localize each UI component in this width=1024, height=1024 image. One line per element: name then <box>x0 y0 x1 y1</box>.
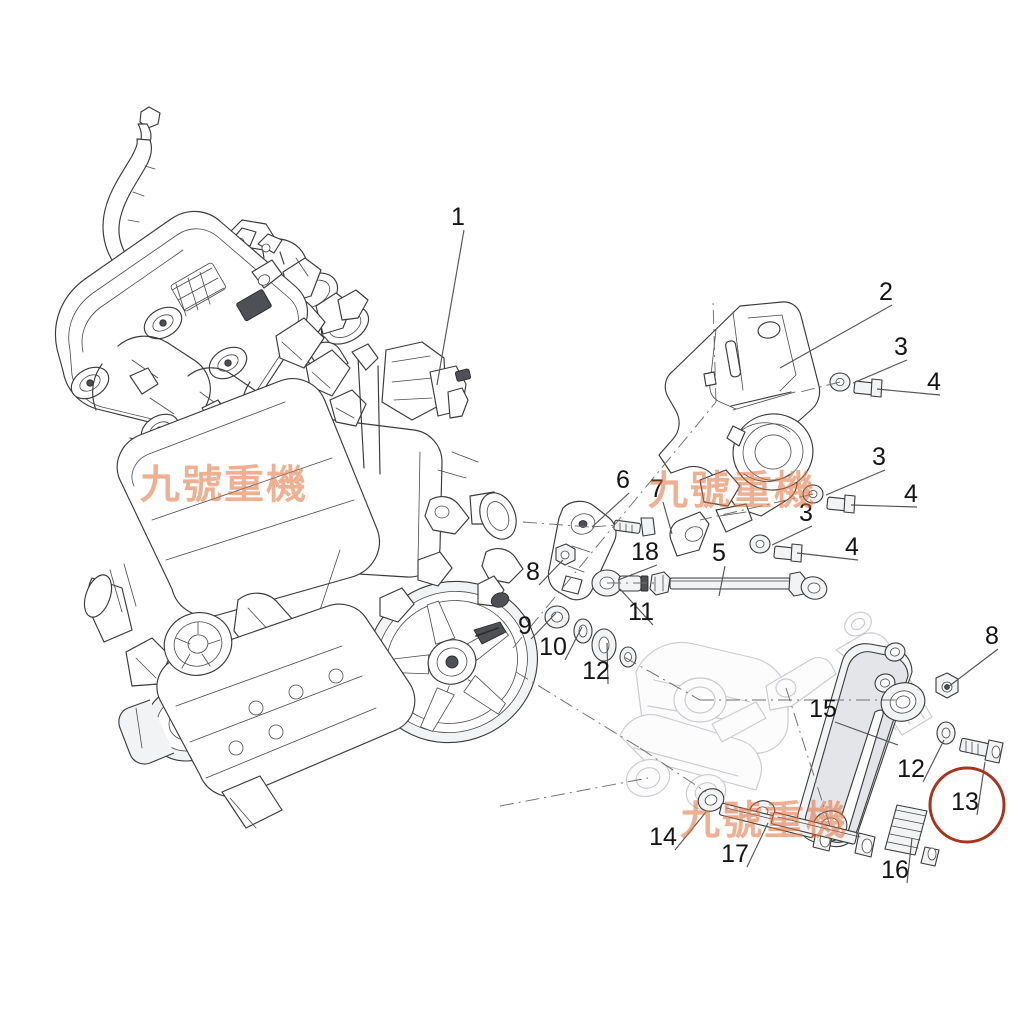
callout-leader-line <box>876 388 941 396</box>
callout-number: 1 <box>451 203 465 231</box>
callout-number: 9 <box>518 612 532 640</box>
callout-number: 3 <box>872 443 886 471</box>
callout-number: 14 <box>649 823 677 851</box>
callout-leader-line <box>746 822 769 868</box>
callout-9[interactable]: 9 <box>518 612 557 640</box>
callout-number: 15 <box>809 695 837 723</box>
callout-11[interactable]: 11 <box>619 588 654 626</box>
cylinder-head-cover <box>54 210 309 471</box>
callout-15[interactable]: 15 <box>809 695 899 746</box>
callout-leader-line <box>718 565 726 597</box>
callout-leader-line <box>619 588 654 626</box>
callout-number: 7 <box>650 475 664 503</box>
callout-leader-line <box>771 525 813 546</box>
nut-8-left <box>555 543 576 566</box>
callout-3[interactable]: 3 <box>771 499 813 546</box>
tie-rod-5 <box>591 569 828 600</box>
washer-12-right <box>936 721 956 745</box>
callout-4[interactable]: 4 <box>850 480 918 508</box>
callout-number: 17 <box>721 840 749 868</box>
engine-assembly-artwork <box>54 106 538 829</box>
callout-8[interactable]: 8 <box>947 622 999 688</box>
washer-bolt-set-a <box>829 372 883 398</box>
callout-8[interactable]: 8 <box>526 558 564 586</box>
callout-4[interactable]: 4 <box>796 533 859 561</box>
gear-change-pedal-lever <box>796 642 926 848</box>
callout-2[interactable]: 2 <box>779 278 893 369</box>
callout-number: 5 <box>712 539 726 567</box>
callout-leader-line <box>436 229 465 386</box>
callout-4[interactable]: 4 <box>876 368 941 396</box>
callout-number: 18 <box>631 538 659 566</box>
callout-16[interactable]: 16 <box>881 837 913 884</box>
callout-leader-line <box>850 504 918 508</box>
callout-7[interactable]: 7 <box>650 475 673 535</box>
callout-leader-line <box>834 721 899 746</box>
callout-number: 16 <box>881 856 909 884</box>
highlight-circle-part-13 <box>928 766 1006 844</box>
block-detail-plate <box>170 259 283 322</box>
callout-number: 4 <box>927 368 941 396</box>
hardware-cluster-9-10-12 <box>544 605 637 668</box>
callout-leader-line <box>825 469 886 496</box>
callout-number: 11 <box>628 598 654 626</box>
callout-1[interactable]: 1 <box>436 203 465 386</box>
nut-8-right <box>935 672 959 699</box>
pivot-pin-bolt-13 <box>959 737 1004 764</box>
callout-14[interactable]: 14 <box>649 811 707 851</box>
callout-leader-line <box>947 648 999 688</box>
callout-10[interactable]: 10 <box>539 626 583 661</box>
callout-number: 12 <box>897 755 925 783</box>
callout-number: 10 <box>539 633 567 661</box>
callout-leader-line <box>662 501 673 535</box>
callout-number: 6 <box>616 466 630 494</box>
callout-leader-line <box>591 492 630 528</box>
construction-lines <box>499 299 898 827</box>
callout-18[interactable]: 18 <box>617 538 659 581</box>
callout-number: 8 <box>985 622 999 650</box>
callout-number: 12 <box>582 657 610 685</box>
callout-number: 2 <box>879 278 893 306</box>
callout-12[interactable]: 12 <box>582 642 610 685</box>
callout-12[interactable]: 12 <box>897 739 945 783</box>
callout-leader-line <box>674 811 707 851</box>
callout-number: 8 <box>526 558 540 586</box>
callout-leader-line <box>538 559 564 586</box>
coil-covers <box>275 317 351 397</box>
callout-leader-line <box>564 626 583 661</box>
sprocket-cover-bracket <box>658 301 821 557</box>
callout-6[interactable]: 6 <box>591 466 630 528</box>
spring-16 <box>884 804 940 867</box>
engine-mount-lugs <box>379 451 524 623</box>
pinch-bolt-7 <box>613 517 656 537</box>
callout-leader-line <box>617 564 658 581</box>
callout-number: 4 <box>845 533 859 561</box>
callout-leader-line <box>852 359 908 384</box>
callout-leader-line <box>606 642 609 685</box>
callout-number: 3 <box>894 333 908 361</box>
long-bolt-17-b <box>770 811 876 858</box>
callout-number: 4 <box>904 480 918 508</box>
secondary-cover <box>163 612 233 676</box>
washer-bolt-set-c <box>749 534 803 563</box>
callout-leader-line <box>779 304 893 369</box>
callout-5[interactable]: 5 <box>712 539 726 597</box>
callout-leader-line <box>906 837 913 884</box>
callout-leader-line <box>922 739 945 783</box>
callout-leader-line <box>530 612 557 640</box>
callout-3[interactable]: 3 <box>852 333 908 384</box>
callout-leader-line <box>796 552 859 561</box>
callout-number: 13 <box>951 788 979 816</box>
callout-3[interactable]: 3 <box>825 443 886 496</box>
callout-number: 3 <box>799 499 813 527</box>
washer-14 <box>697 788 725 812</box>
callout-17[interactable]: 17 <box>721 822 769 868</box>
